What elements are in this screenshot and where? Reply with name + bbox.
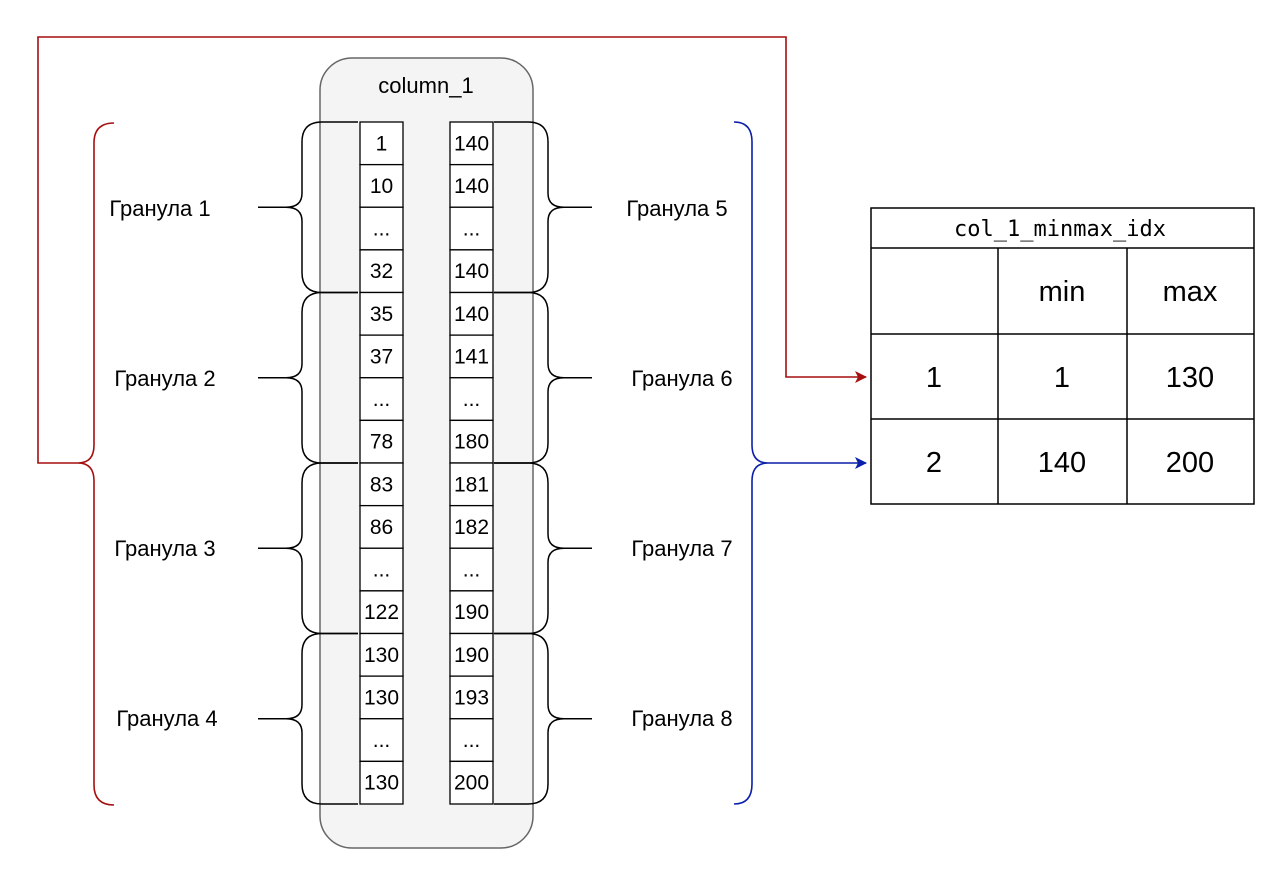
granule-label-4: Гранула 4	[116, 706, 217, 731]
left-cell-box	[359, 163, 404, 208]
granule-label-2: Гранула 2	[114, 366, 215, 391]
left-cell-value: 78	[370, 431, 393, 454]
granule-brace-left-1	[258, 121, 358, 294]
right-cell-box	[449, 547, 494, 592]
right-cell-box	[449, 419, 494, 464]
left-cell-value: 130	[364, 772, 399, 795]
index-table-title: col_1_minmax_idx	[954, 217, 1166, 242]
left-cell-box	[359, 675, 404, 720]
granule-brace-right-5	[494, 121, 592, 294]
index-row-1-max: 130	[1166, 362, 1214, 394]
right-cell-value: 182	[454, 516, 489, 539]
granule-brace-right-8	[494, 632, 592, 805]
right-cell-value: 180	[454, 431, 489, 454]
right-cell-box	[449, 675, 494, 720]
left-cell-value: 10	[370, 175, 393, 198]
left-cell-value: 130	[364, 644, 399, 667]
right-cell-box	[449, 334, 494, 379]
right-cell-value: 200	[454, 772, 489, 795]
right-cell-box	[449, 632, 494, 677]
blue-group-brace	[733, 121, 769, 805]
left-cell-value: ...	[373, 388, 391, 411]
right-cell-value: 140	[454, 303, 489, 326]
right-cells-group: 140 140... 140 140 141... 180 181 182... 190 190 1…	[449, 121, 494, 805]
granule-label-8: Гранула 8	[631, 706, 732, 731]
right-cell-value: 190	[454, 644, 489, 667]
column-container	[319, 57, 534, 849]
index-row-2-mark: 2	[926, 447, 942, 479]
left-cell-box	[359, 334, 404, 379]
minmax-index-table: col_1_minmax_idx min max 1 1 130 2 140 2…	[870, 207, 1255, 505]
granule-label-6: Гранула 6	[631, 366, 732, 391]
index-row-2-min: 140	[1038, 447, 1086, 479]
left-cell-value: 37	[370, 345, 393, 368]
right-cell-value: 190	[454, 601, 489, 624]
left-cell-box	[359, 547, 404, 592]
left-cell-box	[359, 249, 404, 294]
right-cell-value: 140	[454, 132, 489, 155]
left-cells-group: 1 10... 32 35 37... 78 83 86... 122 130 130... 130	[359, 121, 404, 805]
left-cell-box	[359, 590, 404, 635]
granule-label-7: Гранула 7	[631, 536, 732, 561]
right-cell-value: ...	[463, 729, 481, 752]
right-cell-box	[449, 206, 494, 251]
left-cell-value: 32	[370, 260, 393, 283]
granule-label-1: Гранула 1	[109, 196, 210, 221]
right-cell-value: 141	[454, 345, 489, 368]
red-group-brace	[77, 122, 115, 806]
left-cell-value: 122	[364, 601, 399, 624]
granule-braces	[258, 121, 592, 805]
left-cell-value: 130	[364, 686, 399, 709]
column-title: column_1	[378, 73, 473, 98]
index-row-1-mark: 1	[926, 362, 942, 394]
right-cell-box	[449, 121, 494, 166]
granule-brace-left-4	[258, 632, 358, 805]
index-header-min: min	[1039, 276, 1086, 308]
left-cell-box	[359, 760, 404, 805]
right-cell-box	[449, 249, 494, 294]
left-cell-value: 1	[376, 132, 388, 155]
right-cell-value: 181	[454, 473, 489, 496]
right-cell-value: 140	[454, 175, 489, 198]
left-cell-box	[359, 504, 404, 549]
right-cell-value: 140	[454, 260, 489, 283]
left-cell-box	[359, 121, 404, 166]
granule-label-5: Гранула 5	[626, 196, 727, 221]
index-row-2-max: 200	[1166, 447, 1214, 479]
right-cell-value: ...	[463, 218, 481, 241]
left-cell-value: ...	[373, 559, 391, 582]
right-cell-value: ...	[463, 388, 481, 411]
right-cell-value: 193	[454, 686, 489, 709]
right-cell-box	[449, 163, 494, 208]
granule-label-3: Гранула 3	[114, 536, 215, 561]
right-cell-value: ...	[463, 559, 481, 582]
granule-brace-right-7	[494, 462, 592, 635]
index-row-1-min: 1	[1054, 362, 1070, 394]
right-cell-box	[449, 760, 494, 805]
granule-brace-left-2	[258, 291, 358, 464]
left-cell-value: ...	[373, 218, 391, 241]
index-header-max: max	[1163, 276, 1218, 308]
right-cell-box	[449, 504, 494, 549]
left-cell-value: 83	[370, 473, 393, 496]
red-connector-arrow	[37, 36, 867, 464]
left-cell-value: 86	[370, 516, 393, 539]
granule-brace-right-6	[494, 291, 592, 464]
left-cell-box	[359, 419, 404, 464]
granule-brace-left-3	[258, 462, 358, 635]
right-cell-box	[449, 291, 494, 336]
right-cell-box	[449, 718, 494, 763]
left-cell-value: 35	[370, 303, 393, 326]
right-cell-box	[449, 377, 494, 422]
left-cell-value: ...	[373, 729, 391, 752]
